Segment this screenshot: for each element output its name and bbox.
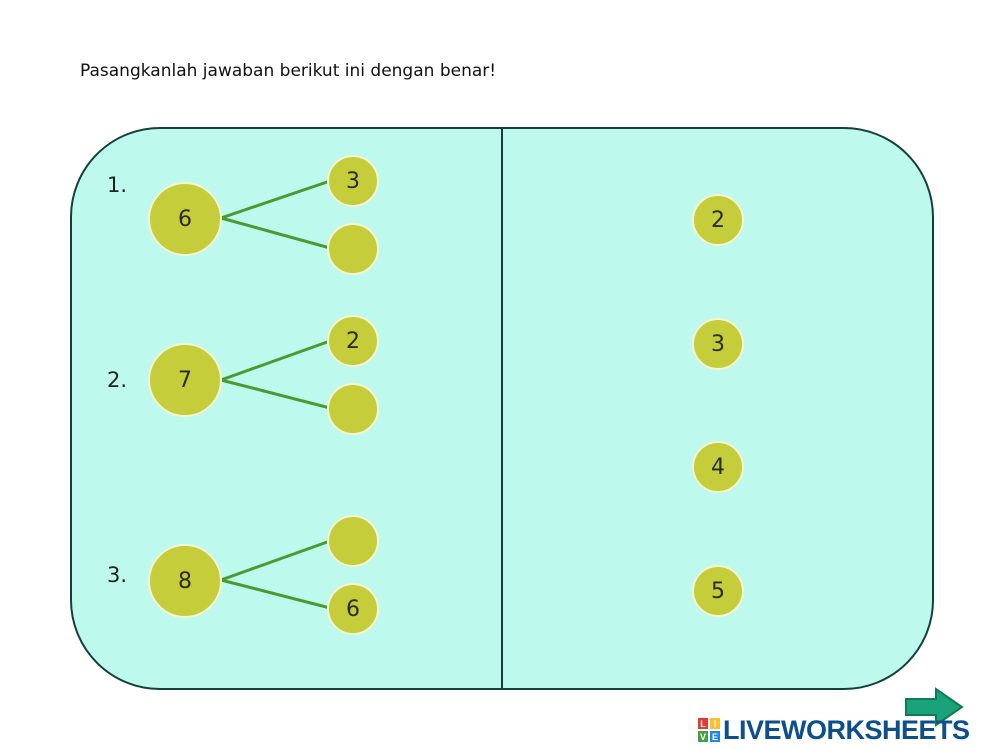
answer-choice-2[interactable]: 2 xyxy=(692,194,744,246)
problem-number-1: 1. xyxy=(107,173,128,197)
part-circle-3-bottom: 6 xyxy=(327,583,379,635)
instruction-text: Pasangkanlah jawaban berikut ini dengan … xyxy=(80,61,497,81)
part-circle-2-top: 2 xyxy=(327,315,379,367)
whole-circle-3: 8 xyxy=(148,544,222,618)
badge-letter: I xyxy=(714,719,717,729)
problem-number-2: 2. xyxy=(107,368,128,392)
answer-drop-zone-2[interactable] xyxy=(327,383,379,435)
brand-name: LIVEWORKSHEETS xyxy=(723,715,970,745)
next-arrow-icon[interactable] xyxy=(904,687,964,727)
answer-choice-3[interactable]: 3 xyxy=(692,318,744,370)
badge-letter: V xyxy=(700,732,706,742)
badge-letter: L xyxy=(700,719,706,729)
live-badge-icon: L I V E xyxy=(698,718,720,742)
whole-circle-2: 7 xyxy=(148,343,222,417)
answer-drop-zone-3[interactable] xyxy=(327,515,379,567)
liveworksheets-logo: L I V E LIVEWORKSHEETS xyxy=(698,715,970,745)
whole-circle-1: 6 xyxy=(148,182,222,256)
badge-letter: E xyxy=(712,732,718,742)
answer-drop-zone-1[interactable] xyxy=(327,223,379,275)
part-circle-1-top: 3 xyxy=(327,155,379,207)
answer-choice-5[interactable]: 5 xyxy=(692,565,744,617)
panel-divider xyxy=(501,128,503,689)
problem-number-3: 3. xyxy=(107,563,128,587)
answer-choice-4[interactable]: 4 xyxy=(692,441,744,493)
